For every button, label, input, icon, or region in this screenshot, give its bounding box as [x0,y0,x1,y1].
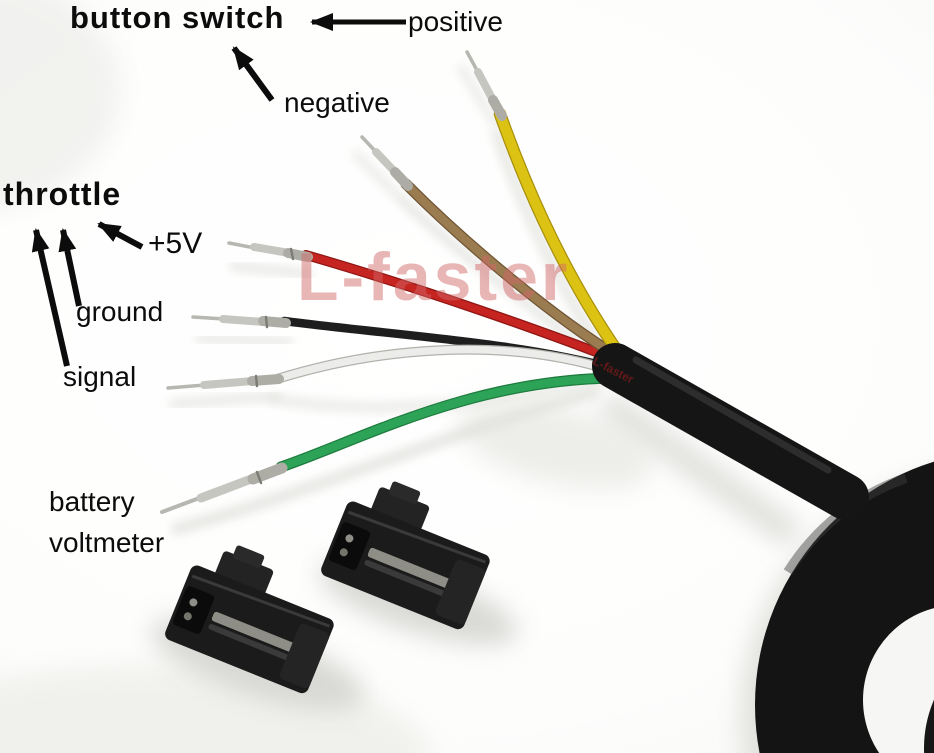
terminal-pin-red [227,241,313,262]
connector-housing-right [321,481,490,630]
wire-brown [400,178,626,364]
terminal-pin-green [160,462,288,514]
label-positive: positive [408,6,503,37]
annotation-arrows [31,13,406,367]
watermark-large: L-faster [297,239,571,315]
wire-green [275,372,620,473]
label-negative: negative [284,87,390,118]
terminal-pins [160,50,507,514]
label-plus-5v: +5V [148,227,203,260]
connector-housing-left [165,545,334,694]
arrow-5v [97,221,144,250]
wire-red [301,250,627,367]
label-signal: signal [63,361,137,392]
label-ground: ground [76,296,164,327]
arrow-ground [58,228,82,307]
terminal-pin-black [191,315,291,329]
terminal-pin-yellow [465,50,507,121]
arrow-signal [31,228,70,367]
label-button-switch: button switch [70,0,285,35]
arrow-negative [231,46,275,102]
wire-yellow [493,107,625,359]
wire-white [272,344,621,384]
label-battery-voltmeter: battery voltmeter [49,486,165,558]
terminal-pin-brown [360,135,413,191]
terminal-pin-white [166,374,284,390]
label-throttle: throttle [3,176,122,212]
wires [272,107,627,473]
cable-sheath [592,343,869,520]
